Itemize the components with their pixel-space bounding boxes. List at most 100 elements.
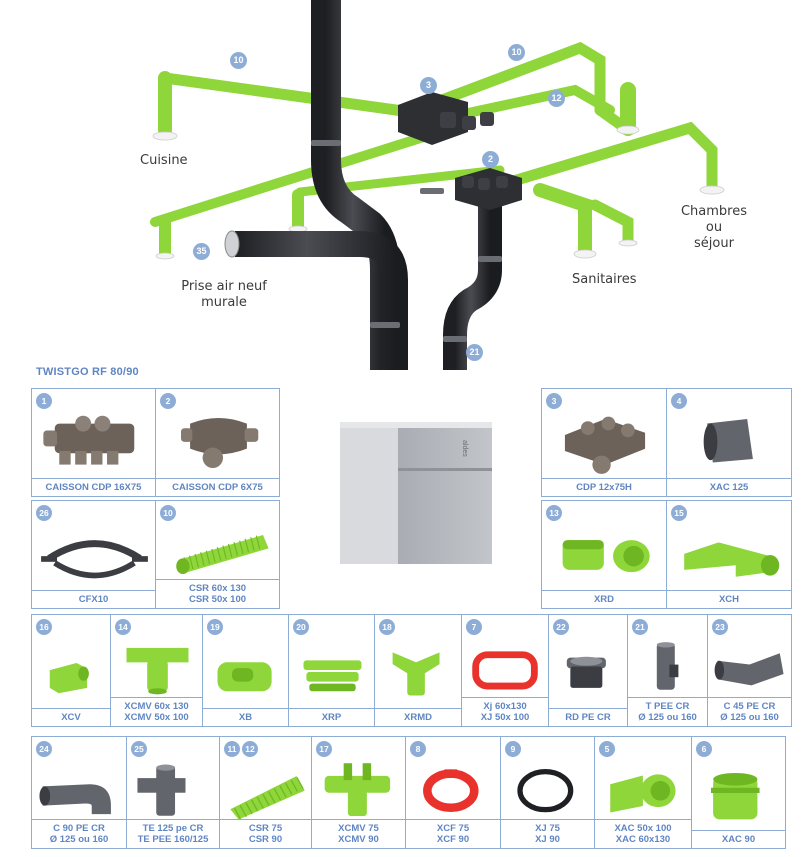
- product-image-25: [137, 764, 186, 816]
- item-number-badge: 7: [466, 619, 482, 635]
- product-label-line2: XCMV 50x 100: [124, 712, 189, 723]
- item-number-badge: 11: [224, 741, 240, 757]
- label-divider: [32, 708, 110, 709]
- product-label-line2: Ø 125 ou 160: [720, 712, 779, 723]
- product-label: XAC 90: [692, 834, 785, 845]
- product-label-line1: XB: [238, 712, 253, 723]
- product-label: CDP 12x75H: [542, 482, 666, 493]
- label-divider: [289, 708, 374, 709]
- product-image-4: [703, 418, 753, 463]
- product-label-line1: CSR 75: [248, 823, 283, 834]
- product-label-line1: RD PE CR: [565, 712, 611, 723]
- label-divider: [156, 478, 279, 479]
- item-number-badge: 26: [36, 505, 52, 521]
- product-label-line2: XAC 60x130: [615, 834, 671, 845]
- product-image-24: [39, 784, 111, 815]
- callout-10-kitchen-duct: 10: [230, 52, 247, 69]
- item-number-badge: 5: [599, 741, 615, 757]
- product-image-23: [714, 653, 784, 686]
- product-label-line2: TE PEE 160/125: [137, 834, 209, 845]
- product-label-line1: CSR 60x 130: [188, 583, 247, 594]
- product-label-line1: XAC 125: [709, 482, 749, 493]
- item-number-badge: 16: [36, 619, 52, 635]
- label-divider: [375, 708, 461, 709]
- label-divider: [156, 579, 279, 580]
- product-label: RD PE CR: [549, 712, 627, 723]
- label-divider: [667, 590, 791, 591]
- duct-clamps: [311, 140, 502, 342]
- item-number-badge: 1: [36, 393, 52, 409]
- product-image-8: [423, 769, 479, 813]
- product-label-line2: Ø 125 ou 160: [638, 712, 697, 723]
- product-label: CAISSON CDP 6X75: [156, 482, 279, 493]
- label-divider: [111, 697, 202, 698]
- item-number-badge-secondary: 12: [242, 741, 258, 757]
- product-label-line1: XCMV 60x 130: [124, 701, 189, 712]
- product-label: XCH: [667, 594, 791, 605]
- room-label-bedrooms: Chambres ou séjour: [676, 204, 752, 252]
- label-divider: [692, 830, 785, 831]
- product-label-line2: XJ 90: [535, 834, 560, 845]
- product-label-line1: XCMV 75: [338, 823, 379, 834]
- product-label-line1: C 90 PE CR: [53, 823, 105, 834]
- label-divider: [462, 697, 548, 698]
- product-image-1: [43, 415, 135, 465]
- item-number-badge: 3: [546, 393, 562, 409]
- item-number-badge: 4: [671, 393, 687, 409]
- label-divider: [667, 478, 791, 479]
- item-number-badge: 18: [379, 619, 395, 635]
- label-divider: [203, 708, 288, 709]
- product-label-line1: XCF 75: [436, 823, 470, 834]
- product-label-line1: T PEE CR: [645, 701, 690, 712]
- product-image-13: [562, 540, 650, 573]
- room-label-bathrooms: Sanitaires: [572, 272, 637, 287]
- item-number-badge: 14: [115, 619, 131, 635]
- product-image-20: [303, 660, 362, 692]
- product-label-line1: XRP: [321, 712, 342, 723]
- product-image-22: [566, 656, 606, 688]
- label-divider: [32, 590, 155, 591]
- item-number-badge: 20: [293, 619, 309, 635]
- callout-35-air-inlet: 35: [193, 243, 210, 260]
- item-number-badge: 6: [696, 741, 712, 757]
- label-divider: [595, 819, 691, 820]
- item-number-badge: 2: [160, 393, 176, 409]
- insulated-duct-network: [235, 0, 502, 370]
- item-number-badge: 9: [505, 741, 521, 757]
- room-label-kitchen: Cuisine: [140, 153, 188, 168]
- callout-21-tee: 21: [466, 344, 483, 361]
- product-image-2: [181, 418, 259, 468]
- room-label-bedrooms-line3: séjour: [694, 236, 734, 251]
- product-label: XAC 125: [667, 482, 791, 493]
- product-label: XRD: [542, 594, 666, 605]
- product-label: XRP: [289, 712, 374, 723]
- item-number-badge: 15: [671, 505, 687, 521]
- product-label: XCV: [32, 712, 110, 723]
- product-label-line1: XCV: [61, 712, 81, 723]
- product-label-line2: Ø 125 ou 160: [49, 834, 109, 845]
